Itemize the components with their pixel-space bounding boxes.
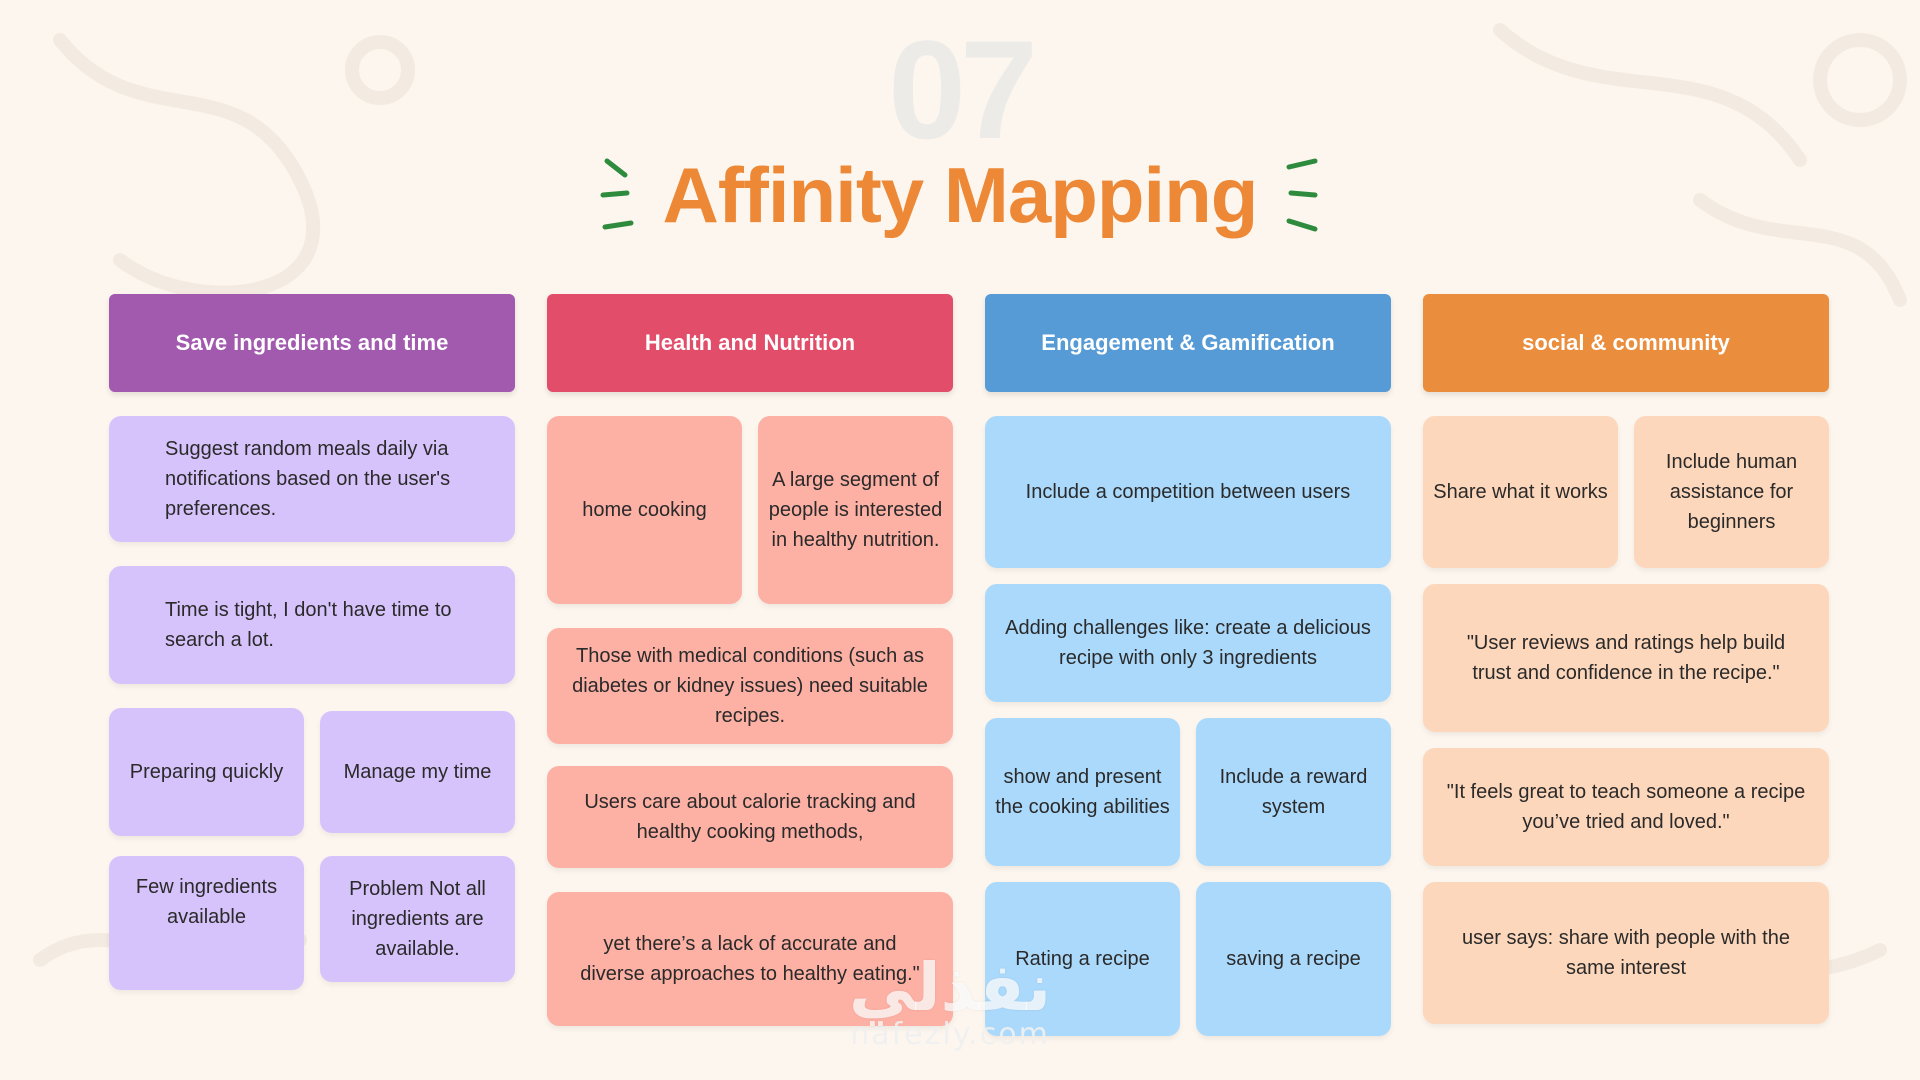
sticky-note: home cooking xyxy=(547,416,742,604)
sticky-note: Include human assistance for beginners xyxy=(1634,416,1829,568)
column-health-nutrition: Health and Nutrition home cooking A larg… xyxy=(547,294,953,1036)
sticky-note: Few ingredients available xyxy=(109,856,304,990)
column-engagement-gamification: Engagement & Gamification Include a comp… xyxy=(985,294,1391,1036)
sticky-note: Those with medical conditions (such as d… xyxy=(547,628,953,744)
sticky-note: "It feels great to teach someone a recip… xyxy=(1423,748,1829,866)
note-pair: Rating a recipe saving a recipe xyxy=(985,882,1391,1036)
column-save-ingredients: Save ingredients and time Suggest random… xyxy=(109,294,515,1036)
sticky-note: Preparing quickly xyxy=(109,708,304,836)
sticky-note: Manage my time xyxy=(320,711,515,833)
note-pair: show and present the cooking abilities I… xyxy=(985,718,1391,866)
sticky-note: user says: share with people with the sa… xyxy=(1423,882,1829,1024)
title-row: Affinity Mapping xyxy=(0,145,1920,245)
sticky-note: Rating a recipe xyxy=(985,882,1180,1036)
column-header: Engagement & Gamification xyxy=(985,294,1391,392)
sticky-note: Adding challenges like: create a delicio… xyxy=(985,584,1391,702)
sticky-note: Suggest random meals daily via notificat… xyxy=(109,416,515,542)
sticky-note: saving a recipe xyxy=(1196,882,1391,1036)
left-spark-icon xyxy=(600,158,634,230)
sticky-note: Problem Not all ingredients are availabl… xyxy=(320,856,515,982)
affinity-columns: Save ingredients and time Suggest random… xyxy=(109,294,1831,1036)
right-spark-icon xyxy=(1286,158,1318,232)
column-header: social & community xyxy=(1423,294,1829,392)
note-pair: Share what it works Include human assist… xyxy=(1423,416,1829,568)
page-title: Affinity Mapping xyxy=(662,151,1259,239)
sticky-note: Include a reward system xyxy=(1196,718,1391,866)
sticky-note: "User reviews and ratings help build tru… xyxy=(1423,584,1829,732)
column-header: Save ingredients and time xyxy=(109,294,515,392)
note-pair: Few ingredients available Problem Not al… xyxy=(109,856,515,990)
column-social-community: social & community Share what it works I… xyxy=(1423,294,1829,1036)
sticky-note: show and present the cooking abilities xyxy=(985,718,1180,866)
sticky-note: A large segment of people is interested … xyxy=(758,416,953,604)
column-header: Health and Nutrition xyxy=(547,294,953,392)
note-pair: home cooking A large segment of people i… xyxy=(547,416,953,604)
sticky-note: Users care about calorie tracking and he… xyxy=(547,766,953,868)
sticky-note: yet there’s a lack of accurate and diver… xyxy=(547,892,953,1026)
note-pair: Preparing quickly Manage my time xyxy=(109,708,515,836)
sticky-note: Share what it works xyxy=(1423,416,1618,568)
slide-number: 07 xyxy=(888,11,1038,168)
sticky-note: Time is tight, I don't have time to sear… xyxy=(109,566,515,684)
sticky-note: Include a competition between users xyxy=(985,416,1391,568)
